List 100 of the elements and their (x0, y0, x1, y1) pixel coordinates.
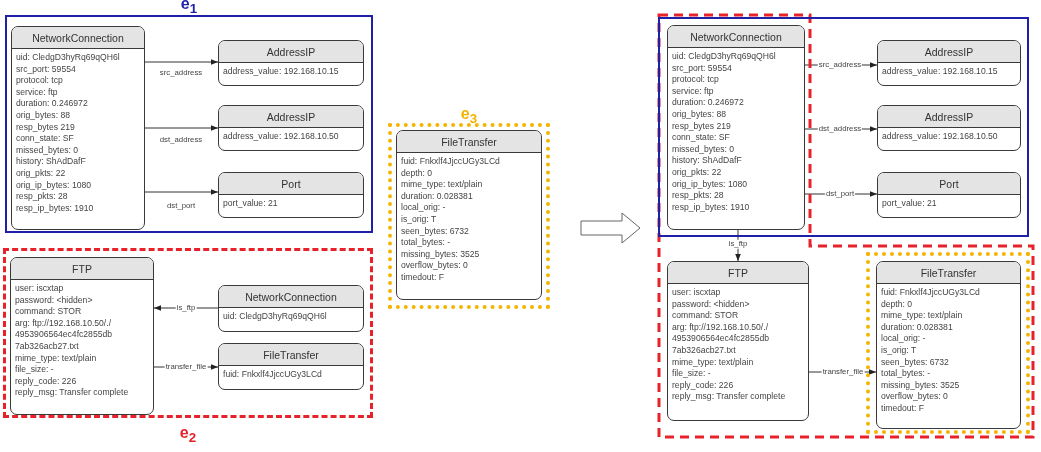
attribute-text: missing_bytes: 3525 (881, 379, 961, 392)
attribute-text: address_value: 192.168.10.15 (882, 66, 999, 78)
attribute-text: missed_bytes: 0 (672, 143, 736, 156)
attribute-text: duration: 0.246972 (16, 98, 89, 110)
attribute-text: src_port: 59554 (16, 63, 77, 76)
class-box (218, 172, 364, 218)
group-label: e$_{2}$ (179, 425, 197, 445)
class-box (218, 40, 364, 86)
attribute-text: timedout: F (881, 402, 925, 415)
attribute-text: depth: 0 (881, 298, 914, 311)
class-box (218, 285, 364, 332)
attribute-text: fuid: Fnkxlf4JjccUGy3LCd (401, 156, 501, 168)
class-name: Port (219, 173, 363, 195)
attribute-text: command: STOR (672, 310, 740, 322)
class-box (877, 172, 1021, 218)
attribute-text: address_value: 192.168.10.50 (223, 131, 340, 143)
attribute-text: seen_bytes: 6732 (881, 356, 950, 369)
class-name: FileTransfer (219, 344, 363, 366)
attribute-text: orig_bytes: 88 (672, 108, 727, 121)
class-name: FileTransfer (877, 262, 1020, 284)
attribute-text: total_bytes: - (401, 237, 452, 249)
group-label: e$_{3}$ (460, 106, 478, 126)
attribute-text: conn_state: SF (16, 133, 75, 145)
group-label: e$_{1}$ (180, 0, 198, 16)
attribute-text: src_port: 59554 (672, 62, 733, 75)
attribute-text: orig_bytes: 88 (16, 109, 71, 122)
attribute-text: user: iscxtap (15, 283, 65, 295)
attribute-text: uid: CledgD3hyRq69qQH6l (223, 311, 328, 323)
attribute-text: password: <hidden> (672, 298, 751, 311)
attribute-text: is_orig: T (401, 213, 438, 226)
class-box (876, 261, 1021, 429)
class-box (667, 25, 805, 230)
attribute-text: password: <hidden> (15, 294, 94, 307)
class-name: AddressIP (878, 106, 1020, 128)
attribute-text: mime_type: text/plain (672, 356, 755, 369)
class-name: NetworkConnection (12, 27, 144, 49)
attribute-text: orig_ip_bytes: 1080 (672, 178, 748, 191)
attribute-text: total_bytes: - (881, 368, 932, 380)
class-name: AddressIP (219, 41, 363, 63)
arrow (735, 229, 741, 262)
attribute-text: overflow_bytes: 0 (881, 391, 949, 403)
attribute-text: resp_bytes 219 (16, 121, 76, 134)
attribute-text: local_orig: - (401, 202, 447, 214)
class-name: FTP (668, 262, 808, 284)
attribute-text: orig_pkts: 22 (16, 167, 67, 180)
attribute-text: missed_bytes: 0 (16, 144, 80, 157)
attribute-text: conn_state: SF (672, 132, 731, 144)
attribute-text: fuid: Fnkxlf4JjccUGy3LCd (881, 287, 981, 299)
attribute-text: duration: 0.028381 (881, 321, 954, 334)
attribute-text: reply_msg: Transfer complete (672, 391, 787, 403)
attribute-text: uid: CledgD3hyRq69qQH6l (672, 51, 777, 63)
attribute-text: command: STOR (15, 306, 83, 318)
arrow (144, 125, 219, 131)
class-box (667, 261, 809, 421)
class-box (396, 130, 542, 300)
attribute-text: duration: 0.246972 (672, 97, 745, 109)
class-box (10, 257, 154, 415)
attribute-text: duration: 0.028381 (401, 190, 474, 203)
attribute-text: file_size: - (15, 364, 55, 376)
attribute-text: service: ftp (16, 86, 59, 99)
class-name: NetworkConnection (219, 286, 363, 308)
attribute-text: protocol: tcp (672, 74, 720, 86)
class-name: Port (878, 173, 1020, 195)
attribute-text: overflow_bytes: 0 (401, 260, 469, 272)
attribute-text: missing_bytes: 3525 (401, 248, 481, 261)
class-box (11, 26, 145, 230)
class-name: FileTransfer (397, 131, 541, 153)
attribute-text: port_value: 21 (223, 198, 279, 210)
attribute-text: port_value: 21 (882, 198, 938, 210)
attribute-text: timedout: F (401, 271, 445, 284)
class-name: AddressIP (219, 106, 363, 128)
class-box (218, 105, 364, 151)
attribute-text: service: ftp (672, 85, 715, 98)
arrow (144, 59, 219, 65)
attribute-text: address_value: 192.168.10.50 (882, 131, 999, 143)
attribute-text: mime_type: text/plain (15, 352, 98, 365)
attribute-text: reply_code: 226 (672, 379, 735, 392)
attribute-text: resp_pkts: 28 (16, 191, 69, 203)
attribute-text: orig_ip_bytes: 1080 (16, 179, 92, 192)
attribute-text: address_value: 192.168.10.15 (223, 66, 340, 78)
attribute-text: resp_ip_bytes: 1910 (16, 202, 95, 215)
class-box (218, 343, 364, 390)
class-name: FTP (11, 258, 153, 280)
arrow (144, 189, 219, 195)
attribute-text: history: ShAdDafF (16, 156, 87, 168)
attribute-text: mime_type: text/plain (881, 310, 964, 322)
attribute-text: mime_type: text/plain (401, 179, 484, 191)
attribute-text: reply_code: 226 (15, 375, 78, 388)
attribute-text: uid: CledgD3hyRq69qQH6l (16, 52, 121, 64)
attribute-text: resp_pkts: 28 (672, 190, 725, 202)
class-name: AddressIP (878, 41, 1020, 63)
class-box (877, 105, 1021, 151)
attribute-text: user: iscxtap (672, 287, 722, 299)
attribute-text: fuid: Fnkxlf4JjccUGy3LCd (223, 369, 323, 381)
attribute-text: resp_bytes 219 (672, 120, 732, 133)
attribute-text: resp_ip_bytes: 1910 (672, 201, 751, 214)
attribute-text: history: ShAdDafF (672, 155, 743, 167)
attribute-text: reply_msg: Transfer complete (15, 387, 130, 399)
class-box (877, 40, 1021, 86)
attribute-text: depth: 0 (401, 167, 434, 180)
